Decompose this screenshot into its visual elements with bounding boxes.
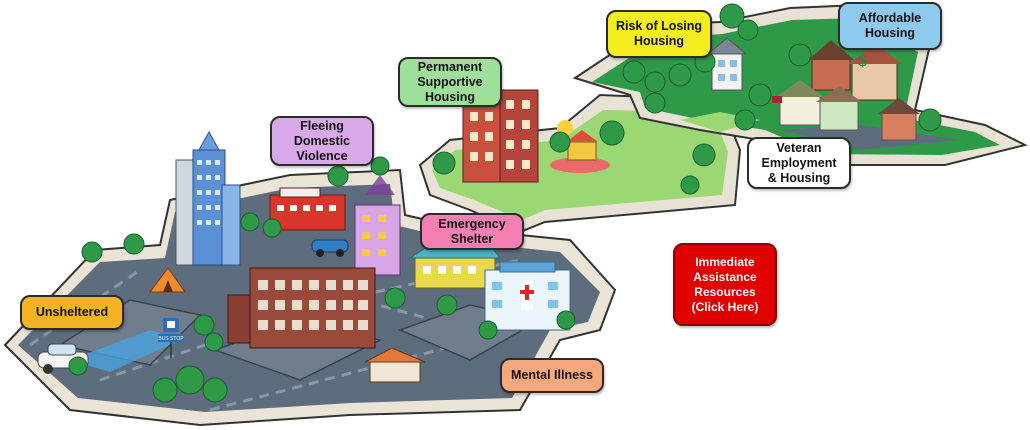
unsheltered-label[interactable]: Unsheltered bbox=[20, 295, 124, 330]
supportive-housing-building-icon bbox=[462, 89, 539, 183]
risk-of-losing-housing-label[interactable]: Risk of Losing Housing bbox=[606, 10, 712, 58]
mental-illness-label[interactable]: Mental Illness bbox=[500, 358, 604, 393]
immediate-assistance-button[interactable]: Immediate Assistance Resources (Click He… bbox=[673, 243, 777, 326]
playground-icon bbox=[566, 130, 598, 161]
affordable-housing-label[interactable]: Affordable Housing bbox=[838, 2, 942, 50]
bus-stop-icon: BUS STOP bbox=[158, 318, 184, 358]
affordable-houses-icon: $ bbox=[808, 40, 902, 101]
fleeing-domestic-violence-label[interactable]: Fleeing Domestic Violence bbox=[270, 116, 374, 166]
house-icon bbox=[364, 347, 426, 383]
veteran-houses-icon bbox=[772, 80, 920, 141]
blue-car-icon bbox=[311, 239, 349, 257]
flag-icon bbox=[772, 96, 782, 103]
brown-apartment-icon bbox=[227, 267, 376, 349]
shelter-building-icon bbox=[269, 187, 346, 231]
emergency-shelter-label[interactable]: Emergency Shelter bbox=[420, 213, 524, 250]
hospital-icon bbox=[484, 261, 571, 331]
tree-icon bbox=[68, 3, 942, 403]
dollar-icon: $ bbox=[858, 53, 867, 70]
white-house-icon bbox=[706, 37, 748, 91]
bus-stop-text: BUS STOP bbox=[158, 336, 184, 342]
park-island bbox=[418, 93, 742, 234]
apartment-building-icon bbox=[354, 175, 401, 276]
veteran-employment-housing-label[interactable]: Veteran Employment & Housing bbox=[747, 137, 851, 189]
skyscraper-icon bbox=[175, 130, 241, 266]
tent-icon bbox=[149, 267, 186, 293]
permanent-supportive-housing-label[interactable]: Permanent Supportive Housing bbox=[398, 57, 502, 107]
